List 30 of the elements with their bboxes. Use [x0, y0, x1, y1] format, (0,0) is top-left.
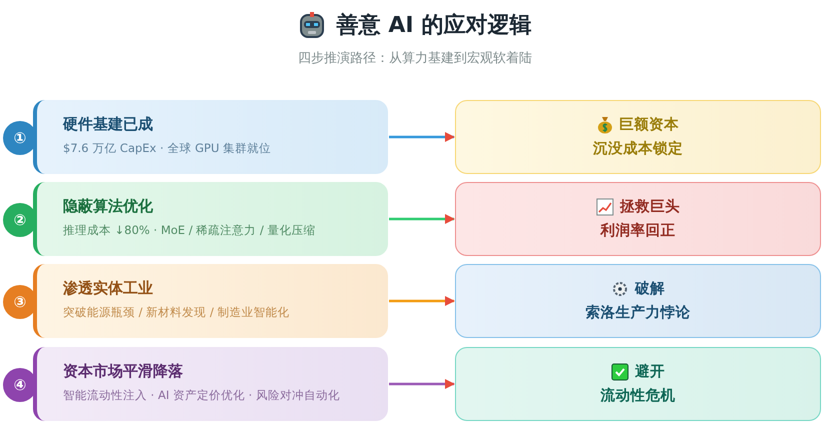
- step-card: [33, 264, 388, 338]
- result-card: [455, 264, 821, 338]
- title: 善意 AI 的应对逻辑: [336, 12, 532, 40]
- step-heading: 资本市场平滑降落: [63, 361, 184, 381]
- step-detail: 推理成本 ↓80% · MoE / 稀疏注意力 / 量化压缩: [63, 222, 316, 238]
- result-heading: 拯救巨头: [620, 198, 680, 217]
- arrow: [389, 296, 455, 306]
- arrow: [389, 379, 455, 389]
- step-detail: 智能流动性注入 · AI 资产定价优化 · 风险对冲自动化: [63, 387, 341, 403]
- subtitle: 四步推演路径：从算力基建到宏观软着陆: [297, 50, 533, 67]
- step-detail: $7.6 万亿 CapEx · 全球 GPU 集群就位: [63, 140, 272, 156]
- step-heading: 渗透实体工业: [63, 278, 154, 298]
- arrow: [389, 132, 455, 142]
- step-card: [33, 182, 388, 256]
- result-text: 沉没成本锁定: [593, 140, 683, 159]
- result-text: 利润率回正: [600, 221, 676, 241]
- result-text: 流动性危机: [600, 386, 676, 406]
- result-card: [455, 100, 821, 174]
- step-heading: 隐蔽算法优化: [63, 196, 154, 216]
- result-heading: 巨额资本: [619, 116, 679, 135]
- result-card: [455, 182, 821, 256]
- step-heading: 硬件基建已成: [63, 114, 154, 134]
- result-heading: 避开: [635, 362, 665, 382]
- result-text: 索洛生产力悖论: [586, 304, 690, 323]
- step-detail: 突破能源瓶颈 / 新材料发现 / 制造业智能化: [63, 304, 290, 320]
- result-heading: 破解: [635, 280, 665, 299]
- step-card: [33, 347, 388, 421]
- arrow: [389, 214, 455, 224]
- step-card: [33, 100, 388, 174]
- result-card: [455, 347, 821, 421]
